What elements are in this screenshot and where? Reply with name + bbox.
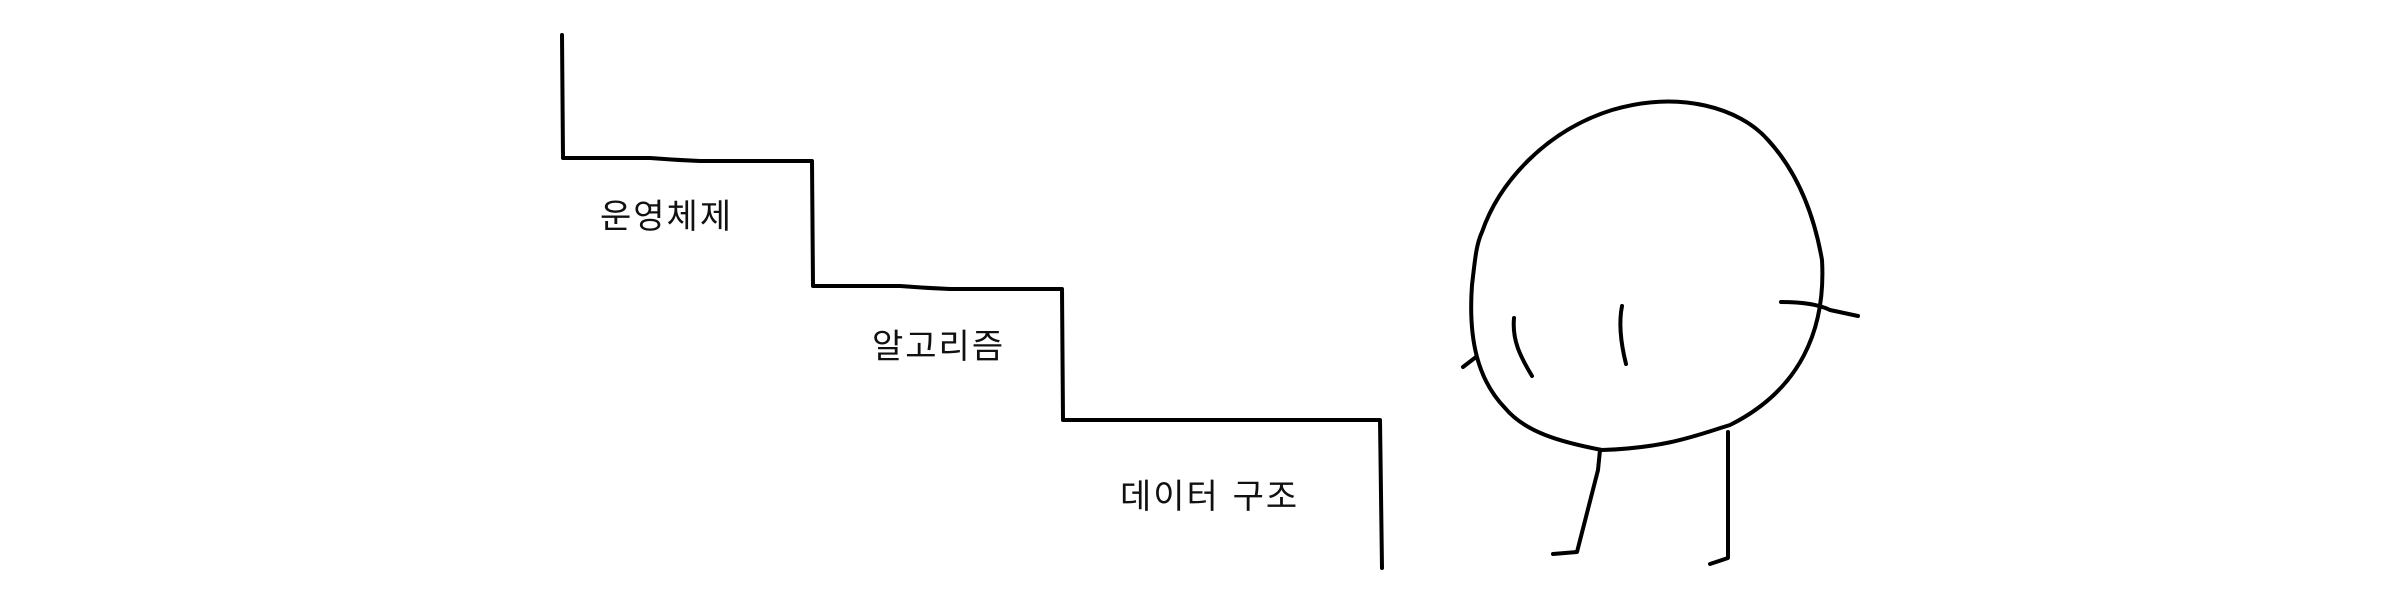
round-character	[1461, 99, 1860, 566]
step-label-os: 운영체제	[600, 197, 734, 237]
right-arm	[1779, 300, 1860, 318]
right-eye	[1618, 304, 1628, 366]
step-label-algorithm: 알고리즘	[872, 327, 1006, 367]
left-leg	[1551, 448, 1602, 556]
left-eye	[1511, 316, 1534, 378]
character-body	[1469, 99, 1825, 452]
step-label-data-structure: 데이터 구조	[1120, 477, 1300, 517]
left-arm	[1461, 355, 1478, 369]
staircase-outline	[560, 33, 1384, 570]
right-leg	[1708, 430, 1730, 566]
